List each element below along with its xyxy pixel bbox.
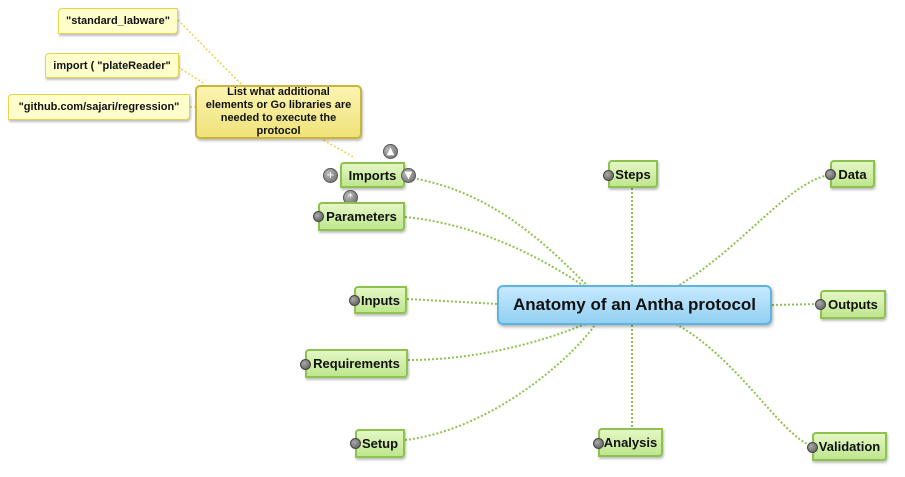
- topic-validation[interactable]: Validation: [812, 432, 887, 461]
- topic-parameters[interactable]: Parameters: [318, 202, 405, 231]
- connector-example-1: [177, 19, 246, 89]
- central-topic-label: Anatomy of an Antha protocol: [512, 295, 757, 314]
- expand-knob-icon[interactable]: [825, 169, 836, 180]
- expand-knob-icon[interactable]: [300, 359, 311, 370]
- expand-knob-icon[interactable]: [593, 438, 604, 449]
- topic-data[interactable]: Data: [830, 160, 875, 188]
- imports-note[interactable]: List what additional elements or Go libr…: [195, 85, 362, 139]
- topic-analysis-label: Analysis: [603, 435, 658, 450]
- topic-inputs-label: Inputs: [361, 292, 400, 308]
- connector-requirements: [407, 321, 591, 361]
- connector-inputs: [406, 298, 499, 305]
- topic-inputs[interactable]: Inputs: [354, 286, 407, 314]
- expand-knob-icon[interactable]: [807, 442, 818, 453]
- arrow-down-icon[interactable]: ▼: [401, 168, 416, 183]
- topic-parameters-label: Parameters: [326, 209, 397, 224]
- expand-knob-icon[interactable]: [313, 211, 324, 222]
- topic-requirements-label: Requirements: [313, 356, 400, 371]
- connector-setup: [404, 324, 596, 441]
- topic-outputs-label: Outputs: [828, 297, 878, 312]
- topic-imports[interactable]: Imports: [340, 162, 405, 188]
- topic-requirements[interactable]: Requirements: [305, 349, 408, 378]
- import-example-standard-labware[interactable]: "standard_labware": [58, 8, 178, 34]
- central-topic[interactable]: Anatomy of an Antha protocol: [497, 285, 772, 325]
- topic-imports-label: Imports: [348, 167, 397, 183]
- topic-outputs[interactable]: Outputs: [820, 290, 886, 319]
- topic-validation-label: Validation: [818, 439, 881, 454]
- connector-parameters: [404, 216, 591, 291]
- connector-outputs: [771, 303, 821, 306]
- topic-steps[interactable]: Steps: [608, 160, 658, 188]
- topic-analysis[interactable]: Analysis: [598, 428, 663, 457]
- import-example-regression[interactable]: "github.com/sajari/regression": [8, 94, 190, 120]
- connector-note: [319, 137, 356, 159]
- expand-knob-icon[interactable]: [603, 170, 614, 181]
- topic-setup[interactable]: Setup: [355, 429, 405, 458]
- expand-knob-icon[interactable]: [350, 438, 361, 449]
- arrow-up-icon[interactable]: ▲: [383, 144, 398, 159]
- topic-setup-label: Setup: [361, 436, 399, 451]
- connector-imports: [404, 176, 591, 289]
- topic-data-label: Data: [838, 166, 867, 182]
- expand-knob-icon[interactable]: [349, 295, 360, 306]
- plus-circle-icon[interactable]: +: [323, 168, 338, 183]
- import-example-plate-reader[interactable]: import ( "plateReader": [45, 53, 179, 78]
- connector-example-2: [177, 66, 206, 85]
- connector-data: [675, 174, 831, 288]
- topic-steps-label: Steps: [615, 166, 651, 182]
- expand-knob-icon[interactable]: [815, 299, 826, 310]
- connector-validation: [675, 323, 813, 447]
